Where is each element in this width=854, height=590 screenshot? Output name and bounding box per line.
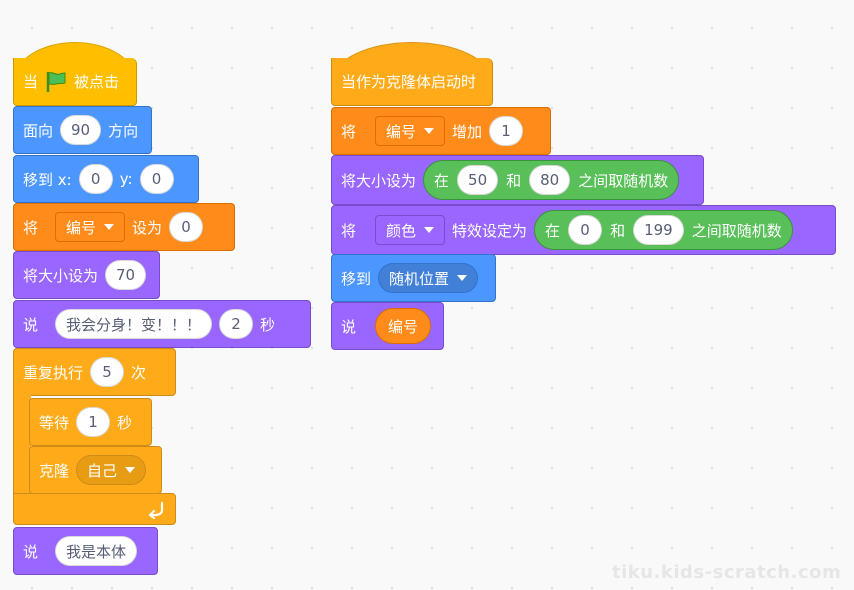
op-suffix-2: 之间取随机数 bbox=[691, 221, 782, 240]
repeat-block[interactable]: 重复执行 5 次 bbox=[13, 348, 176, 396]
random-from-input[interactable]: 50 bbox=[457, 165, 499, 195]
wait-input[interactable]: 1 bbox=[76, 407, 111, 437]
change-var-mid: 增加 bbox=[452, 122, 483, 141]
change-var-value-input[interactable]: 1 bbox=[489, 116, 524, 146]
secs-input[interactable]: 2 bbox=[219, 309, 254, 339]
loop-arrow-icon bbox=[148, 501, 164, 519]
op-and-label: 和 bbox=[506, 171, 522, 190]
chevron-down-icon bbox=[457, 275, 468, 281]
y-input[interactable]: 0 bbox=[139, 164, 174, 194]
clone-label: 克隆 bbox=[39, 461, 70, 480]
variable-name: 编号 bbox=[66, 218, 97, 237]
go-to-xy-label: 移到 x: bbox=[23, 170, 72, 189]
effect-from-input[interactable]: 0 bbox=[568, 215, 603, 245]
repeat-suffix: 次 bbox=[131, 363, 147, 382]
set-var-label: 将 bbox=[23, 218, 39, 237]
chevron-down-icon bbox=[125, 467, 136, 473]
wait-suffix: 秒 bbox=[117, 413, 133, 432]
change-var-label: 将 bbox=[341, 122, 357, 141]
variable-reporter[interactable]: 编号 bbox=[375, 308, 432, 344]
effect-dropdown[interactable]: 颜色 bbox=[375, 215, 446, 245]
point-direction-label: 面向 bbox=[23, 121, 54, 140]
green-flag-icon bbox=[46, 71, 66, 92]
say-label-2: 说 bbox=[23, 542, 39, 561]
when-i-start-as-clone-block[interactable]: 当作为克隆体启动时 bbox=[331, 58, 493, 106]
pick-random-operator[interactable]: 在 50 和 80 之间取随机数 bbox=[423, 160, 680, 200]
set-size-random-block[interactable]: 将大小设为 在 50 和 80 之间取随机数 bbox=[331, 155, 704, 205]
say-block[interactable]: 说 我是本体 bbox=[13, 527, 158, 575]
repeat-arm[interactable] bbox=[13, 395, 31, 498]
set-effect-label: 将 bbox=[341, 221, 357, 240]
when-flag-clicked-block[interactable]: 当 被点击 bbox=[13, 58, 137, 106]
hat-label-after: 被点击 bbox=[74, 73, 120, 91]
set-effect-block[interactable]: 将 颜色 特效设定为 在 0 和 199 之间取随机数 bbox=[331, 205, 836, 255]
clone-target-dropdown[interactable]: 自己 bbox=[76, 455, 147, 485]
go-to-target: 随机位置 bbox=[389, 269, 450, 288]
variable-dropdown-2[interactable]: 编号 bbox=[375, 116, 446, 146]
effect-name: 颜色 bbox=[386, 221, 417, 240]
create-clone-block[interactable]: 克隆 自己 bbox=[29, 446, 162, 494]
y-label: y: bbox=[119, 170, 133, 188]
say-label: 说 bbox=[23, 315, 39, 334]
go-to-xy-block[interactable]: 移到 x: 0 y: 0 bbox=[13, 155, 199, 203]
op-and-label-2: 和 bbox=[610, 221, 626, 240]
go-to-block[interactable]: 移到 随机位置 bbox=[331, 254, 496, 302]
variable-name-2: 编号 bbox=[386, 122, 417, 141]
direction-input[interactable]: 90 bbox=[60, 115, 102, 145]
chevron-down-icon bbox=[424, 227, 435, 233]
secs-suffix: 秒 bbox=[260, 315, 276, 334]
set-var-value-input[interactable]: 0 bbox=[169, 212, 204, 242]
set-size-block[interactable]: 将大小设为 70 bbox=[13, 251, 160, 299]
set-effect-mid: 特效设定为 bbox=[452, 221, 528, 240]
clone-hat-label: 当作为克隆体启动时 bbox=[341, 73, 477, 91]
set-var-mid: 设为 bbox=[132, 218, 163, 237]
set-variable-block[interactable]: 将 编号 设为 0 bbox=[13, 203, 235, 251]
watermark: tiku.kids-scratch.com bbox=[612, 562, 842, 583]
say-label-3: 说 bbox=[341, 317, 357, 336]
go-to-target-dropdown[interactable]: 随机位置 bbox=[378, 263, 479, 293]
go-to-label: 移到 bbox=[341, 269, 372, 288]
x-input[interactable]: 0 bbox=[78, 164, 113, 194]
size-input[interactable]: 70 bbox=[105, 260, 147, 290]
change-variable-block[interactable]: 将 编号 增加 1 bbox=[331, 107, 551, 155]
repeat-bottom[interactable] bbox=[13, 493, 176, 525]
op-label: 在 bbox=[434, 171, 450, 190]
say-message-input[interactable]: 我是本体 bbox=[55, 536, 138, 566]
effect-to-input[interactable]: 199 bbox=[633, 215, 684, 245]
chevron-down-icon bbox=[104, 224, 115, 230]
repeat-times-input[interactable]: 5 bbox=[90, 357, 125, 387]
wait-block[interactable]: 等待 1 秒 bbox=[29, 398, 152, 446]
wait-label: 等待 bbox=[39, 413, 70, 432]
set-size-label: 将大小设为 bbox=[23, 266, 99, 285]
say-reporter-block[interactable]: 说 编号 bbox=[331, 302, 444, 350]
op-label-2: 在 bbox=[545, 221, 561, 240]
message-input[interactable]: 我会分身！变！！！ bbox=[55, 309, 213, 339]
point-in-direction-block[interactable]: 面向 90 方向 bbox=[13, 106, 152, 154]
clone-target: 自己 bbox=[87, 461, 118, 480]
set-size-label-2: 将大小设为 bbox=[341, 171, 417, 190]
variable-dropdown[interactable]: 编号 bbox=[55, 212, 126, 242]
point-direction-suffix: 方向 bbox=[108, 121, 139, 140]
say-for-secs-block[interactable]: 说 我会分身！变！！！ 2 秒 bbox=[13, 300, 311, 348]
random-to-input[interactable]: 80 bbox=[529, 165, 571, 195]
op-suffix: 之间取随机数 bbox=[578, 171, 669, 190]
hat-label-before: 当 bbox=[23, 73, 39, 91]
repeat-label: 重复执行 bbox=[23, 363, 84, 382]
chevron-down-icon bbox=[424, 128, 435, 134]
pick-random-operator-2[interactable]: 在 0 和 199 之间取随机数 bbox=[534, 210, 793, 250]
